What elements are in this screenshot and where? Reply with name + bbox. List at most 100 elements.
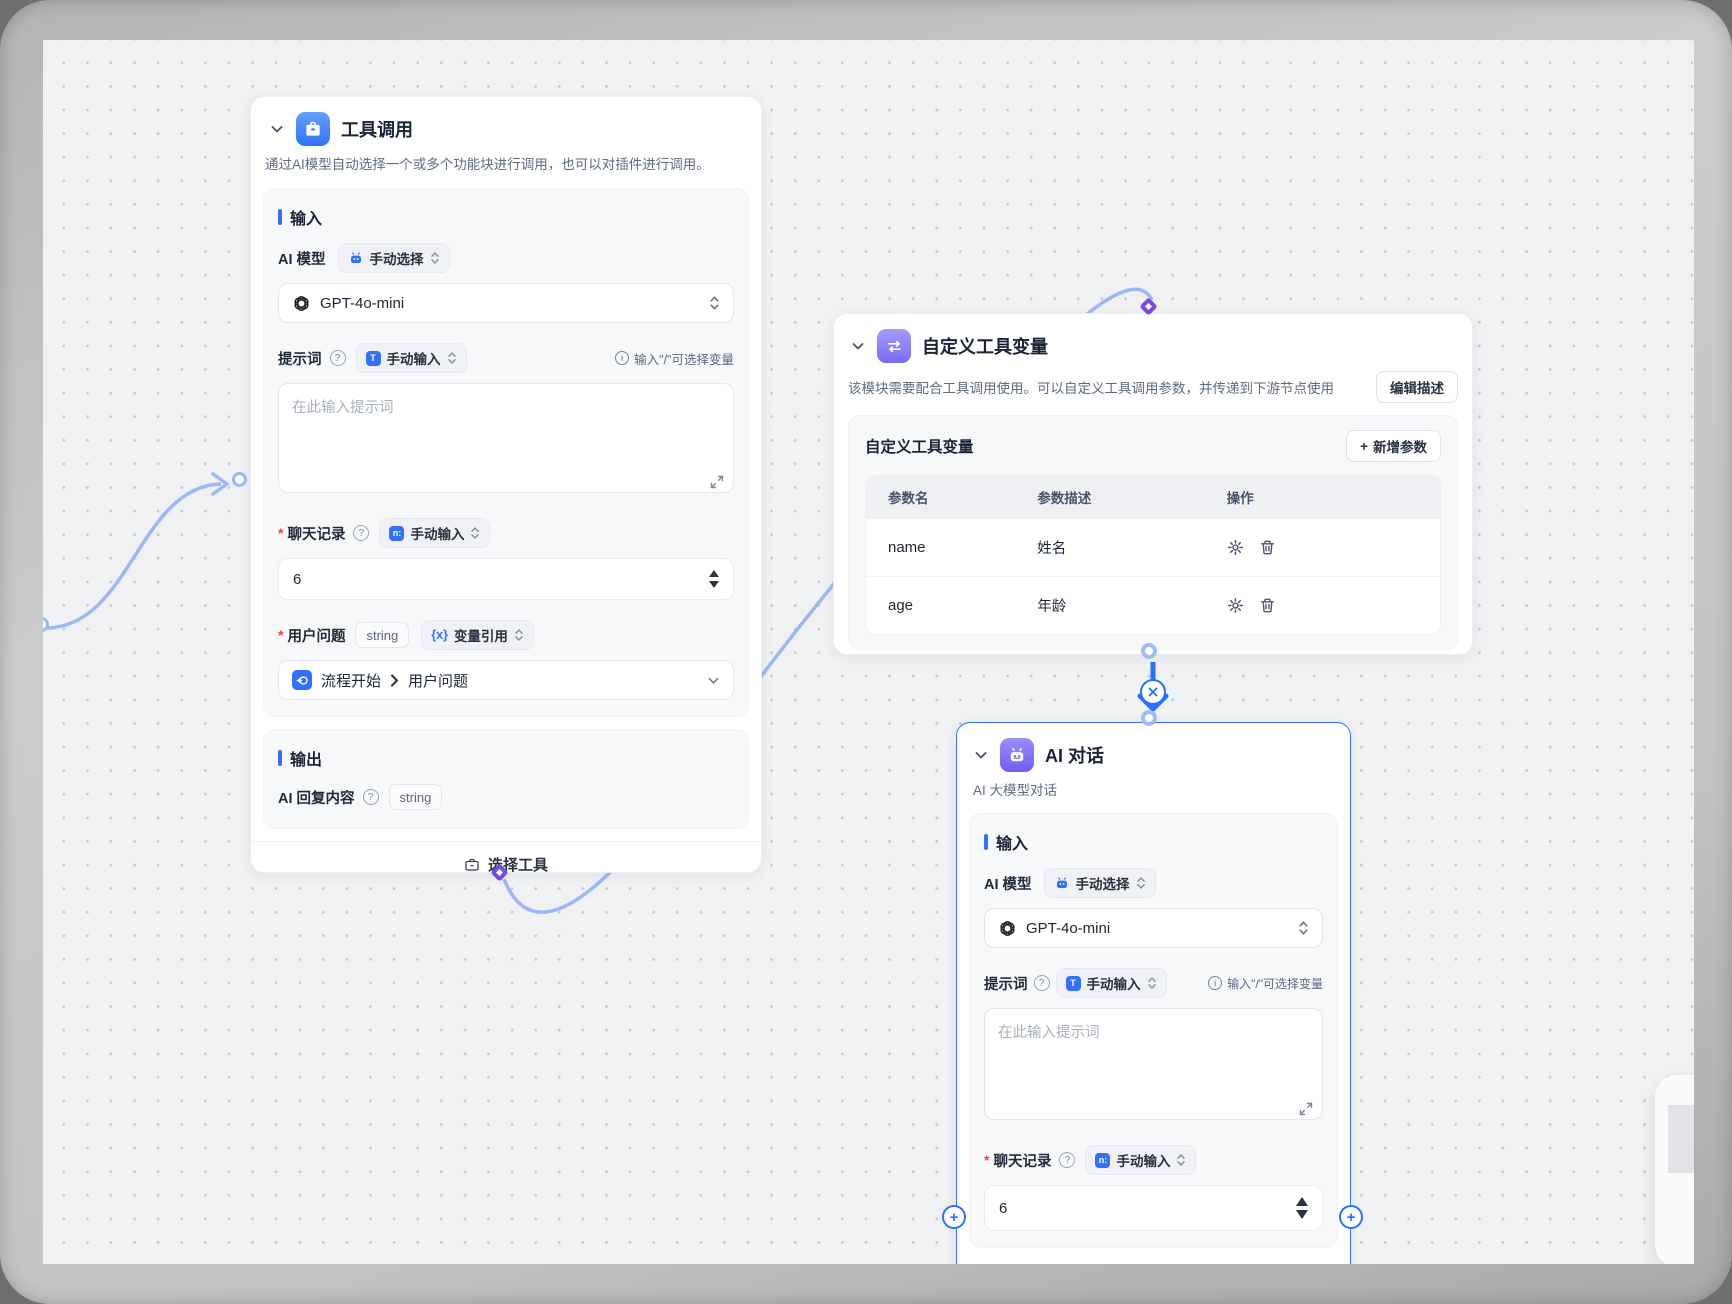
updown-caret-icon [1299,921,1308,935]
table-row: age 年龄 [866,576,1440,634]
openai-icon [294,295,309,311]
help-icon[interactable]: ? [1033,975,1050,991]
node-tool-call[interactable]: 工具调用 通过AI模型自动选择一个或多个功能块进行调用，也可以对插件进行调用。 … [250,96,762,874]
edge-source-port[interactable] [43,617,49,632]
workflow-canvas[interactable]: 工具调用 通过AI模型自动选择一个或多个功能块进行调用，也可以对插件进行调用。 … [43,40,1694,1264]
info-icon: i [615,351,630,365]
param-name: name [888,539,926,556]
stepper-down-icon[interactable] [709,581,719,588]
variable-ref-icon: {x} [431,628,448,642]
prompt-textarea[interactable] [984,1008,1323,1120]
history-mode-select[interactable]: n: 手动输入 [1085,1145,1197,1175]
chat-history-stepper[interactable] [984,1185,1323,1231]
param-desc: 姓名 [1037,541,1067,557]
param-name: age [888,597,914,614]
node-description: 通过AI模型自动选择一个或多个功能块进行调用，也可以对插件进行调用。 [265,157,710,172]
updown-caret-icon [1177,1154,1186,1166]
add-parameter-button[interactable]: + 新增参数 [1346,430,1441,462]
prompt-mode-select[interactable]: T 手动输入 [1055,968,1167,998]
updown-caret-icon [710,296,719,310]
updown-caret-icon [430,252,439,264]
stepper-up-icon[interactable] [1296,1197,1308,1206]
trash-icon[interactable] [1259,597,1276,614]
number-input-icon: n: [1095,1152,1111,1168]
required-mark: * [984,1152,990,1168]
chat-history-value[interactable] [999,1199,1296,1217]
edge-incoming [46,482,222,630]
node-ai-chat[interactable]: AI 对话 AI 大模型对话 输入 AI 模型 手动选择 GPT-4o-mini… [956,722,1351,1264]
collapse-chevron-icon[interactable] [973,747,989,763]
stepper-down-icon[interactable] [1296,1210,1308,1219]
chat-history-value[interactable] [293,570,709,588]
required-mark: * [278,525,284,541]
node2-output-port[interactable] [1141,643,1157,659]
chat-history-label: 聊天记录 [993,1153,1052,1170]
ai-model-label: AI 模型 [984,876,1032,893]
collapse-chevron-icon[interactable] [850,338,866,354]
select-tool-button[interactable]: 选择工具 [251,841,761,887]
variable-reference-select[interactable]: 流程开始 用户问题 [278,660,734,700]
model-mode-select[interactable]: 手动选择 [337,243,450,273]
node-description: 该模块需要配合工具调用使用。可以自定义工具调用参数，并传递到下游节点使用 [848,381,1334,396]
chevron-down-icon [708,677,719,684]
chat-history-label: 聊天记录 [287,526,346,543]
ai-reply-label: AI 回复内容 [278,790,355,807]
gear-icon[interactable] [1227,597,1244,614]
side-panel-thumbnail [1668,1105,1694,1173]
node-title: 自定义工具变量 [922,337,1048,357]
robot-icon [1056,877,1067,888]
flow-start-icon [292,670,312,690]
history-mode-select[interactable]: n: 手动输入 [379,518,491,548]
section-title: 输入 [996,836,1029,853]
prompt-mode-select[interactable]: T 手动输入 [355,343,467,373]
section-title: 输出 [290,752,323,769]
text-input-icon: T [1065,975,1081,991]
gear-icon[interactable] [1227,539,1244,556]
updown-caret-icon [471,527,480,539]
help-icon[interactable]: ? [1059,1152,1076,1168]
table-header-row: 参数名 参数描述 操作 [866,476,1440,518]
param-desc: 年龄 [1037,599,1067,615]
required-mark: * [278,627,284,643]
edit-description-button[interactable]: 编辑描述 [1376,371,1458,403]
model-select[interactable]: GPT-4o-mini [278,283,734,323]
plus-icon: + [949,1208,959,1226]
question-mode-select[interactable]: {x} 变量引用 [421,620,534,650]
section-bar [278,209,282,225]
expand-icon[interactable] [710,475,724,489]
model-select[interactable]: GPT-4o-mini [984,908,1323,948]
help-icon[interactable]: ? [362,789,379,805]
node-custom-tool-variables[interactable]: 自定义工具变量 该模块需要配合工具调用使用。可以自定义工具调用参数，并传递到下游… [833,313,1473,655]
model-mode-select[interactable]: 手动选择 [1043,868,1156,898]
panel-title: 自定义工具变量 [865,439,974,456]
toolbox-icon [465,858,479,871]
stepper-up-icon[interactable] [709,570,719,577]
prompt-label: 提示词 [278,351,322,368]
updown-caret-icon [1136,877,1145,889]
node3-input-port[interactable] [1141,710,1157,726]
help-icon[interactable]: ? [329,350,346,366]
collapsed-side-panel[interactable] [1655,1075,1694,1264]
custom-variables-panel: 自定义工具变量 + 新增参数 参数名 参数描述 操作 name 姓名 [848,415,1458,650]
column-header: 参数描述 [1037,491,1092,506]
prompt-textarea[interactable] [278,383,734,493]
help-icon[interactable]: ? [353,525,370,541]
node-subtitle: AI 大模型对话 [973,783,1058,798]
node-title: AI 对话 [1045,746,1105,766]
collapse-chevron-icon[interactable] [269,121,285,137]
column-header: 参数名 [888,491,929,506]
expand-icon[interactable] [1299,1102,1313,1116]
node1-input-port[interactable] [232,472,247,487]
chevron-right-icon [391,674,399,686]
table-row: name 姓名 [866,518,1440,576]
edge-delete-button[interactable] [1140,679,1166,705]
chat-history-stepper[interactable] [278,558,734,600]
column-header: 操作 [1226,491,1254,506]
updown-caret-icon [447,352,456,364]
node3-left-connect-port[interactable]: + [942,1205,966,1229]
number-input-icon: n: [389,525,405,541]
openai-icon [1000,920,1015,936]
trash-icon[interactable] [1259,539,1276,556]
node3-right-connect-port[interactable]: + [1339,1205,1363,1229]
parameters-table: 参数名 参数描述 操作 name 姓名 age 年龄 [865,475,1441,635]
